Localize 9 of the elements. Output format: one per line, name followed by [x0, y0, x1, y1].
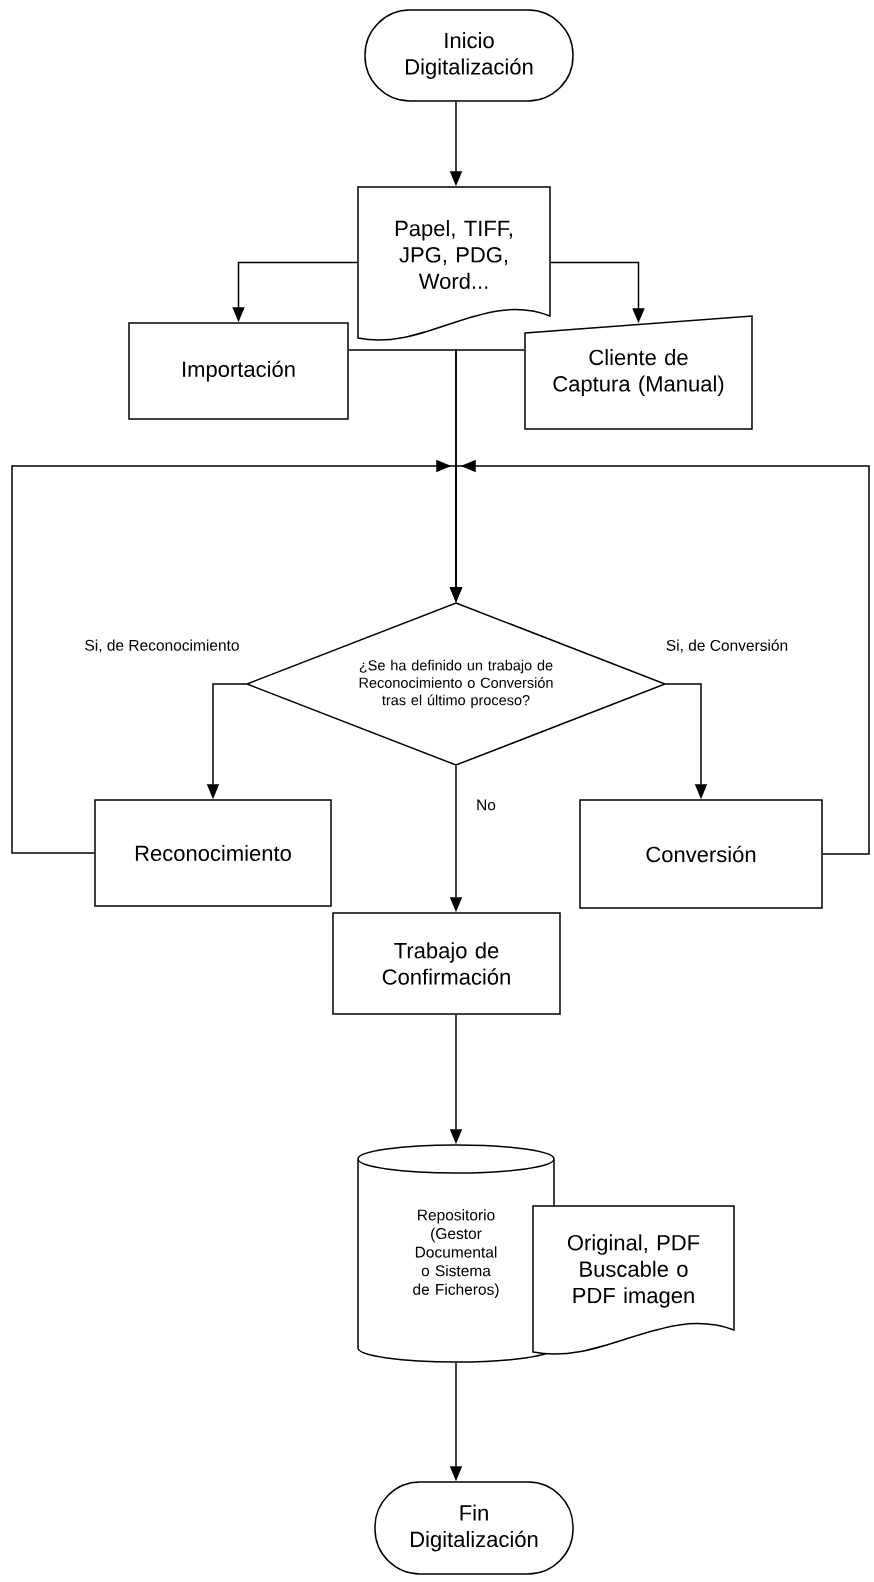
edge-label: Si, de Reconocimiento: [82, 637, 242, 655]
edge-label: No: [474, 797, 498, 813]
end-terminal: Fin Digitalización: [374, 1481, 574, 1575]
database-cylinder: Repositorio (Gestor Documental o Sistema de Ficheros): [357, 1144, 555, 1363]
process-box: Trabajo de Confirmación: [332, 912, 561, 1015]
process-box: Conversión: [579, 799, 823, 909]
process-box: Importación: [128, 322, 349, 420]
start-terminal: Inicio Digitalización: [364, 9, 574, 102]
process-box: Reconocimiento: [94, 799, 332, 907]
